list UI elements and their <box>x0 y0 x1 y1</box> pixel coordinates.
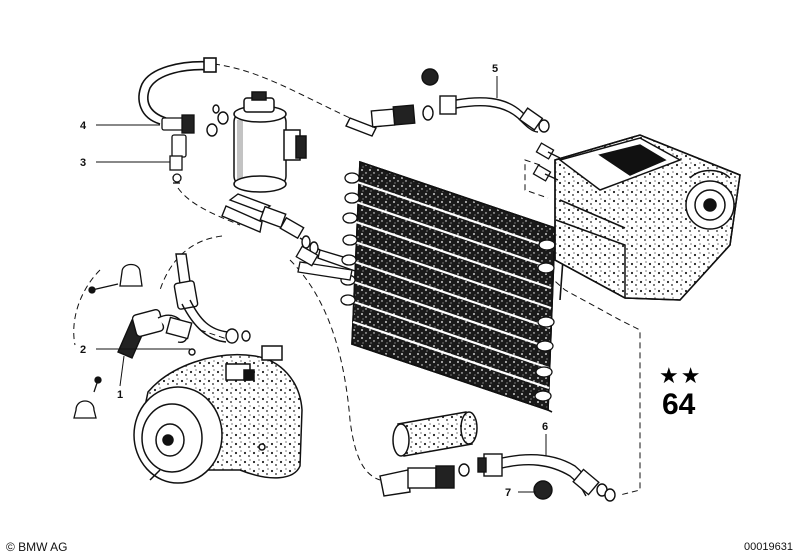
callout-6: 6 <box>542 421 548 433</box>
condenser-inlet-hose <box>295 245 353 281</box>
callout-5: 5 <box>492 63 498 75</box>
pressure-switch-icon <box>161 114 195 184</box>
upper-suction-hose <box>138 57 217 125</box>
lower-hose-clamp-icon <box>73 376 102 419</box>
sealing-ring-icon <box>206 104 229 137</box>
condenser-icon <box>340 160 566 413</box>
hose-5-icon <box>345 68 550 137</box>
callout-3: 3 <box>80 157 86 169</box>
evaporator-housing-icon <box>554 134 741 301</box>
hose-6-icon <box>379 453 616 502</box>
expansion-valve-icon <box>532 142 561 182</box>
callout-7: 7 <box>505 487 511 499</box>
callout-1: 1 <box>117 389 123 401</box>
compressor-suction-hose <box>173 253 251 344</box>
dryer-outlet-hose <box>221 193 361 273</box>
group-number-partial: 64 <box>662 388 696 421</box>
stars-marker: ★★ <box>659 364 703 389</box>
leader-lines <box>96 76 547 493</box>
dryer-receiver-icon <box>233 91 307 193</box>
document-number: 00019631 <box>744 541 793 553</box>
callout-4: 4 <box>80 120 87 132</box>
callout-2: 2 <box>80 344 86 356</box>
hose-1-icon <box>117 308 196 359</box>
filter-cylinder-icon <box>392 411 478 457</box>
compressor-icon <box>133 345 303 484</box>
hose-clamp-icon <box>88 263 143 294</box>
routing-lines <box>73 63 641 496</box>
copyright-label: © BMW AG <box>6 540 68 554</box>
